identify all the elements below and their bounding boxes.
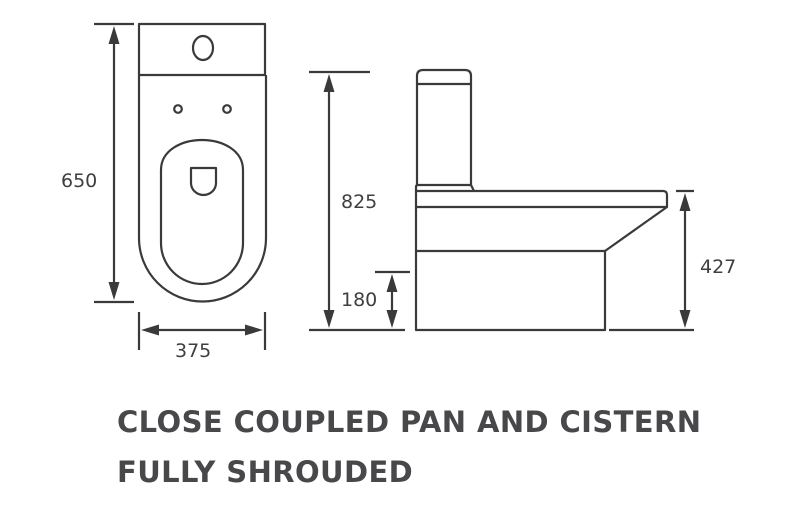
width-dimension: 375 [137,312,267,362]
depth-dimension: 650 [61,22,134,304]
flush-button-icon [191,34,215,62]
fixing-hole-left [173,104,183,114]
cistern-side-outline [415,68,473,185]
side-view: 825 180 427 [309,68,736,332]
depth-label: 650 [61,170,97,192]
outlet-height-dimension: 180 [341,270,410,328]
overall-height-dimension: 825 [309,70,405,332]
cistern-base [414,183,475,192]
top-view: 650 375 [61,22,268,362]
seat-height-dimension: 427 [609,189,736,332]
pan-top-outline [137,75,268,303]
cistern-top-outline [137,22,267,77]
caption-line-1: CLOSE COUPLED PAN AND CISTERN [117,405,702,439]
width-label: 375 [175,340,211,362]
outlet-height-label: 180 [341,289,377,311]
pan-side-outline [414,206,668,332]
seat-outline [159,138,245,286]
seat-side-outline [414,189,669,209]
overall-height-label: 825 [341,191,377,213]
seat-height-label: 427 [700,256,736,278]
caption-line-2: FULLY SHROUDED [117,455,414,489]
bowl-outline [189,166,218,197]
fixing-hole-right [222,104,232,114]
